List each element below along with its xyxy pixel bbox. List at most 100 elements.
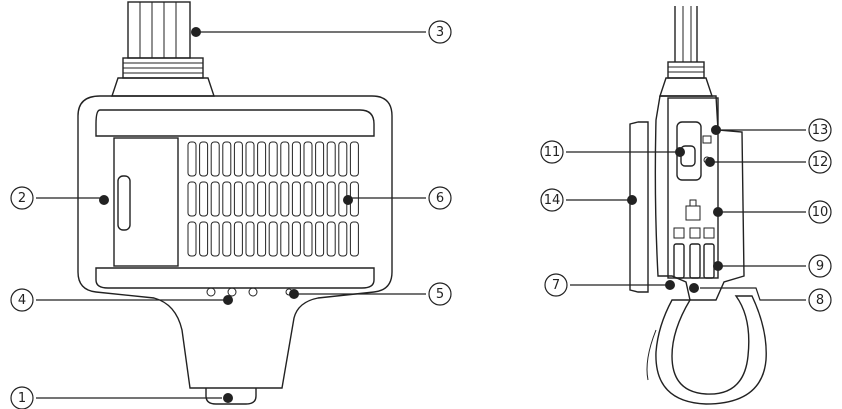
grille-slot [315, 221, 325, 257]
side-key-right [703, 243, 715, 279]
callout-number-2: 2 [18, 191, 26, 206]
bottom-button [205, 388, 257, 405]
callout-number-14: 14 [544, 193, 561, 208]
grille-slot [291, 141, 301, 177]
grille-slot [303, 141, 313, 177]
callout-number-4: 4 [18, 293, 26, 308]
callout-number-9: 9 [816, 259, 824, 274]
callout-number-11: 11 [544, 145, 561, 160]
grille-slot [187, 221, 197, 257]
grille-slot [210, 141, 220, 177]
grille-slot [199, 141, 209, 177]
grille-slot [199, 181, 209, 217]
grille-slot [187, 181, 197, 217]
indicator-light-3 [248, 287, 258, 297]
grille-slot [199, 221, 209, 257]
speaker-grille [187, 141, 359, 257]
grille-slot [291, 181, 301, 217]
grille-slot [349, 141, 359, 177]
leader-lines [36, 27, 806, 403]
grille-slot [291, 221, 301, 257]
side-key-left [673, 243, 685, 279]
grille-slot [233, 141, 243, 177]
grille-slot [257, 221, 267, 257]
grille-slot [315, 141, 325, 177]
indicator-light-2 [227, 287, 237, 297]
grille-slot [257, 141, 267, 177]
callout-circle-3 [428, 20, 452, 44]
back-clip-plate [629, 121, 649, 293]
leader-dot-7 [665, 280, 675, 290]
callout-circle-10 [808, 200, 832, 224]
callout-number-12: 12 [812, 155, 829, 170]
callout-circle-12 [808, 150, 832, 174]
leader-line-8 [700, 287, 806, 301]
grille-slot [233, 221, 243, 257]
leader-dot-12 [705, 157, 715, 167]
grille-slot [303, 181, 313, 217]
grille-slot [326, 221, 336, 257]
grille-slot [257, 181, 267, 217]
leader-dot-1 [223, 393, 233, 403]
grille-slot [222, 221, 232, 257]
grille-slot [280, 181, 290, 217]
callout-number-13: 13 [812, 123, 829, 138]
leader-dot-3 [191, 27, 201, 37]
callout-number-1: 1 [18, 391, 26, 406]
grille-slot [210, 221, 220, 257]
grille-slot [326, 181, 336, 217]
leader-dot-6 [343, 195, 353, 205]
leader-dot-2 [99, 195, 109, 205]
front-label-panel [113, 137, 179, 267]
side-cable [659, 6, 713, 97]
leader-dot-10 [713, 207, 723, 217]
leader-dot-13 [711, 125, 721, 135]
grille-slot [349, 221, 359, 257]
clip-slot [117, 175, 131, 231]
callout-circle-5 [428, 282, 452, 306]
callout-circle-4 [10, 288, 34, 312]
grille-slot [315, 181, 325, 217]
grille-slot [326, 141, 336, 177]
usb-port [685, 205, 701, 221]
grille-slot [245, 181, 255, 217]
callout-circle-13 [808, 118, 832, 142]
grille-slot [268, 221, 278, 257]
grille-slot [268, 181, 278, 217]
leader-dot-5 [289, 289, 299, 299]
grille-slot [280, 141, 290, 177]
side-housing [654, 95, 745, 301]
front-view [77, 1, 393, 405]
grille-slot [338, 221, 348, 257]
grille-slot [222, 181, 232, 217]
grille-slot [303, 221, 313, 257]
indicator-light-1 [206, 287, 216, 297]
side-status-glyph [702, 135, 712, 144]
callout-number-7: 7 [552, 278, 560, 293]
grille-slot [280, 221, 290, 257]
carabiner-hook [655, 295, 767, 405]
leader-dot-11 [675, 147, 685, 157]
front-body-outline [77, 95, 393, 389]
callout-circle-11 [540, 140, 564, 164]
callout-circle-9 [808, 254, 832, 278]
callout-circle-8 [808, 288, 832, 312]
callout-number-5: 5 [436, 287, 444, 302]
front-cable [111, 1, 215, 97]
callout-circle-2 [10, 186, 34, 210]
grille-slot [245, 221, 255, 257]
callout-number-3: 3 [436, 25, 444, 40]
side-view [629, 6, 767, 405]
callout-circle-6 [428, 186, 452, 210]
grille-slot [222, 141, 232, 177]
grille-slot [233, 181, 243, 217]
callout-circle-14 [540, 188, 564, 212]
leader-dot-14 [627, 195, 637, 205]
callout-number-8: 8 [816, 293, 824, 308]
leader-dot-8 [689, 283, 699, 293]
grille-slot [210, 181, 220, 217]
grille-slot [268, 141, 278, 177]
callout-circle-7 [544, 273, 568, 297]
